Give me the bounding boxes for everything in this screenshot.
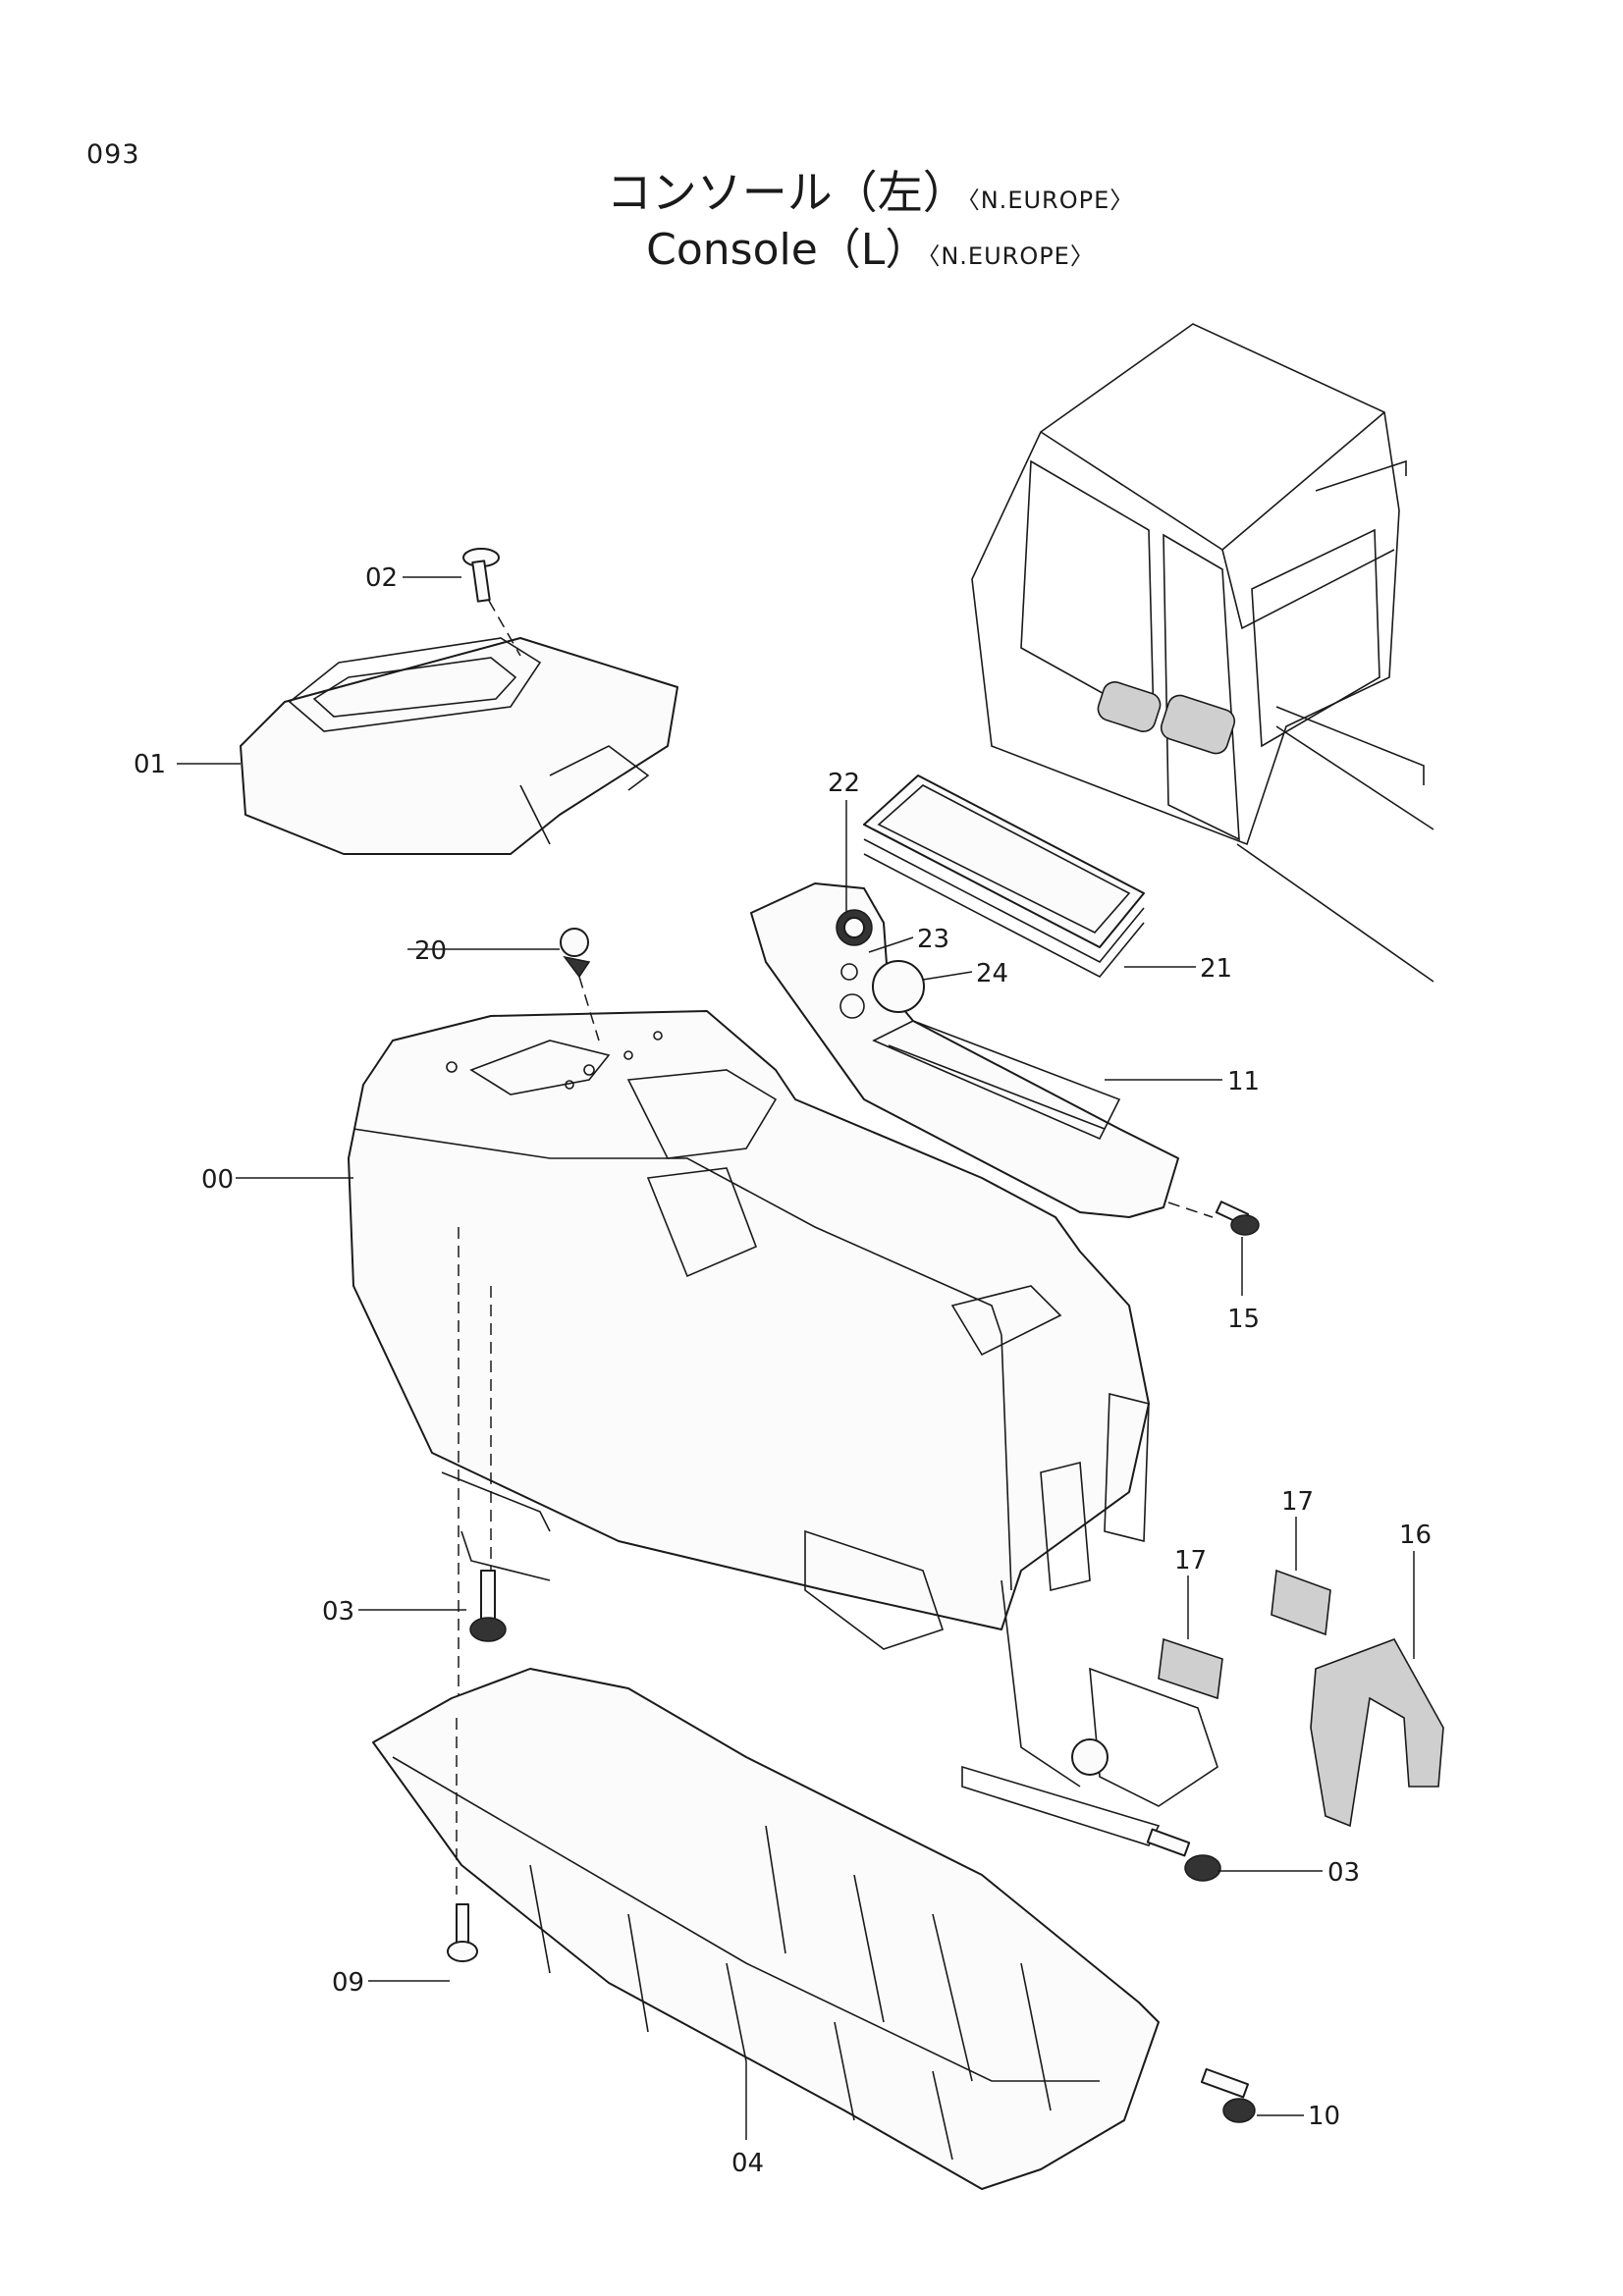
callout-10: 10 [1308, 2102, 1340, 2131]
callout-20: 20 [414, 936, 447, 966]
callout-16: 16 [1399, 1521, 1432, 1550]
callout-22: 22 [828, 769, 860, 798]
part-02-bolt [462, 548, 521, 657]
part-03-bolt-left [458, 1227, 507, 1708]
callout-17-left: 17 [1174, 1546, 1207, 1575]
callout-17-right: 17 [1281, 1487, 1314, 1517]
part-04-lower-cover [372, 1668, 1160, 2190]
part-20-clamp [560, 928, 600, 1041]
callout-21: 21 [1200, 954, 1232, 984]
part-11-armrest-tray [750, 882, 1179, 1218]
callout-00: 00 [201, 1165, 234, 1195]
part-16-u-pad [1310, 1638, 1444, 1828]
title-en-text: Console（L） [646, 225, 929, 275]
callout-03-left: 03 [322, 1597, 354, 1627]
title-english: Console（L）〈N.EUROPE〉 [0, 214, 1623, 277]
title-jp-text: コンソール（左） [606, 166, 968, 219]
part-01-upper-cover [240, 637, 678, 855]
callout-15: 15 [1227, 1305, 1260, 1334]
region-en: 〈N.EUROPE〉 [928, 242, 1095, 270]
part-00-console-body [348, 1010, 1150, 1650]
region-jp: 〈N.EUROPE〉 [967, 187, 1135, 214]
page-number: 093 [86, 139, 140, 170]
callout-09: 09 [332, 1968, 364, 1998]
title-japanese: コンソール（左）〈N.EUROPE〉 [0, 157, 1623, 222]
part-09-bolt [447, 1903, 478, 1962]
part-17-pads [1158, 1569, 1331, 1700]
callout-labels: 02 01 20 00 03 09 04 10 03 15 11 21 22 2… [134, 563, 1432, 2178]
bracket-and-bolt-03-right [961, 1579, 1221, 1882]
callout-01: 01 [134, 750, 166, 779]
callout-04: 04 [731, 2149, 764, 2178]
callout-11: 11 [1227, 1067, 1260, 1096]
callout-23: 23 [917, 925, 949, 954]
cab-illustration [971, 323, 1434, 983]
part-21-box [863, 774, 1145, 979]
leader-lines [177, 576, 1415, 2140]
callout-02: 02 [365, 563, 398, 593]
part-15-bolt [1167, 1201, 1260, 1236]
callout-24: 24 [976, 959, 1008, 988]
part-10-bolt [1200, 2067, 1256, 2123]
callout-03-right: 03 [1327, 1858, 1360, 1888]
